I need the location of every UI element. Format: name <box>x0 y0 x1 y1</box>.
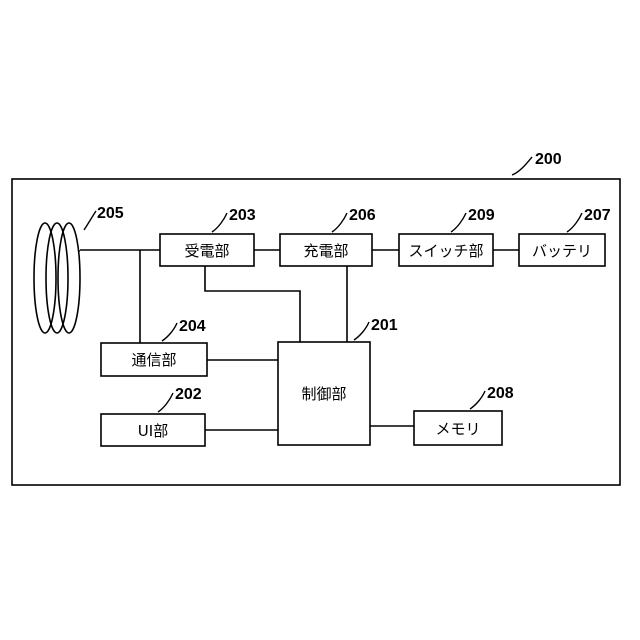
control-block: 制御部 <box>278 342 370 445</box>
control-ref: 201 <box>371 317 398 334</box>
coil-ref: 205 <box>97 205 124 222</box>
ui-label: UI部 <box>138 422 168 440</box>
charging-block: 充電部 <box>280 234 372 266</box>
memory-block: メモリ <box>414 411 502 445</box>
power-receiving-label: 受電部 <box>184 242 229 260</box>
control-label: 制御部 <box>301 385 346 403</box>
battery-block: バッテリ <box>519 234 605 266</box>
battery-label: バッテリ <box>532 242 592 260</box>
ui-ref: 202 <box>175 386 202 403</box>
switch-block: スイッチ部 <box>399 234 493 266</box>
charging-label: 充電部 <box>303 242 348 260</box>
memory-label: メモリ <box>435 420 480 438</box>
battery-ref: 207 <box>584 207 611 224</box>
communication-block: 通信部 <box>101 343 207 376</box>
power-receiving-block: 受電部 <box>160 234 254 266</box>
communication-label: 通信部 <box>131 351 176 369</box>
communication-ref: 204 <box>179 318 206 335</box>
switch-ref: 209 <box>468 207 495 224</box>
ui-block: UI部 <box>101 414 205 446</box>
memory-ref: 208 <box>487 385 514 402</box>
charging-ref: 206 <box>349 207 376 224</box>
device-ref: 200 <box>535 151 562 168</box>
device-leader <box>512 157 532 175</box>
power-receiving-ref: 203 <box>229 207 256 224</box>
switch-label: スイッチ部 <box>408 242 483 260</box>
